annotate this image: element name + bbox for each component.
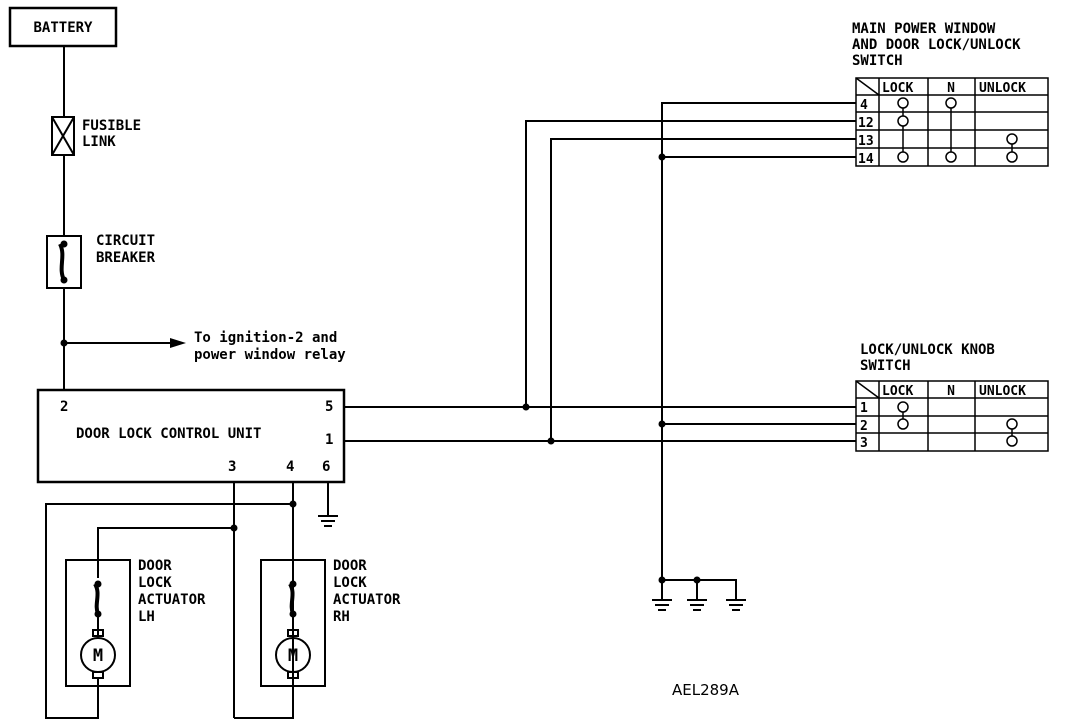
motor-rh-label: M (288, 646, 298, 666)
knob-switch-col-n: N (947, 384, 955, 399)
main-switch-row-12: 12 (858, 116, 874, 131)
ignition-note-1: To ignition-2 and (194, 330, 337, 346)
lock-unlock-knob-switch: LOCK/UNLOCK KNOB SWITCH LOCK N UNLOCK 1 … (855, 342, 1049, 452)
actuator-lh-label-2: LOCK (138, 575, 172, 591)
fusible-link-label-1: FUSIBLE (82, 118, 141, 134)
ground-icon (687, 599, 707, 611)
ignition-note-2: power window relay (194, 347, 346, 363)
main-switch-col-unlock: UNLOCK (979, 81, 1026, 96)
actuator-lh-label-1: DOOR (138, 558, 172, 574)
fusible-link-label-2: LINK (82, 134, 116, 150)
circuit-breaker-label-2: BREAKER (96, 250, 156, 266)
motor-lh-label: M (93, 646, 103, 666)
pin-5: 5 (325, 399, 333, 415)
pin-6: 6 (322, 459, 330, 475)
fusible-link: FUSIBLE LINK (51, 116, 141, 156)
main-power-window-switch: MAIN POWER WINDOW AND DOOR LOCK/UNLOCK S… (852, 21, 1049, 167)
battery-label: BATTERY (33, 20, 93, 36)
knob-switch-col-lock: LOCK (882, 384, 913, 399)
actuator-rh-label-3: ACTUATOR (333, 592, 401, 608)
knob-switch-title-1: LOCK/UNLOCK KNOB (860, 342, 995, 358)
actuator-rh-label-4: RH (333, 609, 350, 625)
ground-icon (652, 599, 672, 611)
pin-3: 3 (228, 459, 236, 475)
actuator-rh-label-1: DOOR (333, 558, 367, 574)
main-switch-row-13: 13 (858, 134, 874, 149)
main-switch-title-1: MAIN POWER WINDOW (852, 21, 996, 37)
knob-switch-row-1: 1 (860, 401, 868, 416)
reference-code: AEL289A (672, 681, 740, 699)
pin-2: 2 (60, 399, 68, 415)
pin-4: 4 (286, 459, 294, 475)
main-switch-title-3: SWITCH (852, 53, 903, 69)
knob-switch-row-2: 2 (860, 419, 868, 434)
door-lock-actuator-lh: M DOOR LOCK ACTUATOR LH (65, 558, 206, 700)
arrow-right-icon (170, 338, 186, 348)
circuit-breaker: CIRCUIT BREAKER (46, 233, 156, 289)
knob-switch-title-2: SWITCH (860, 358, 911, 374)
battery: BATTERY (8, 6, 118, 48)
control-unit-label: DOOR LOCK CONTROL UNIT (76, 426, 261, 442)
door-lock-actuator-rh: M DOOR LOCK ACTUATOR RH (260, 558, 401, 700)
main-switch-row-14: 14 (858, 152, 874, 167)
main-switch-col-n: N (947, 81, 955, 96)
knob-switch-row-3: 3 (860, 436, 868, 451)
pin-1: 1 (325, 432, 333, 448)
ground-icon (726, 599, 746, 611)
actuator-lh-label-4: LH (138, 609, 155, 625)
circuit-breaker-label-1: CIRCUIT (96, 233, 155, 249)
main-switch-title-2: AND DOOR LOCK/UNLOCK (852, 37, 1021, 53)
knob-switch-col-unlock: UNLOCK (979, 384, 1026, 399)
main-switch-col-lock: LOCK (882, 81, 913, 96)
door-lock-control-unit: DOOR LOCK CONTROL UNIT 2 5 1 3 4 6 (36, 388, 346, 484)
ground-icon (318, 515, 338, 527)
actuator-rh-label-2: LOCK (333, 575, 367, 591)
main-switch-row-4: 4 (860, 98, 868, 113)
actuator-lh-label-3: ACTUATOR (138, 592, 206, 608)
